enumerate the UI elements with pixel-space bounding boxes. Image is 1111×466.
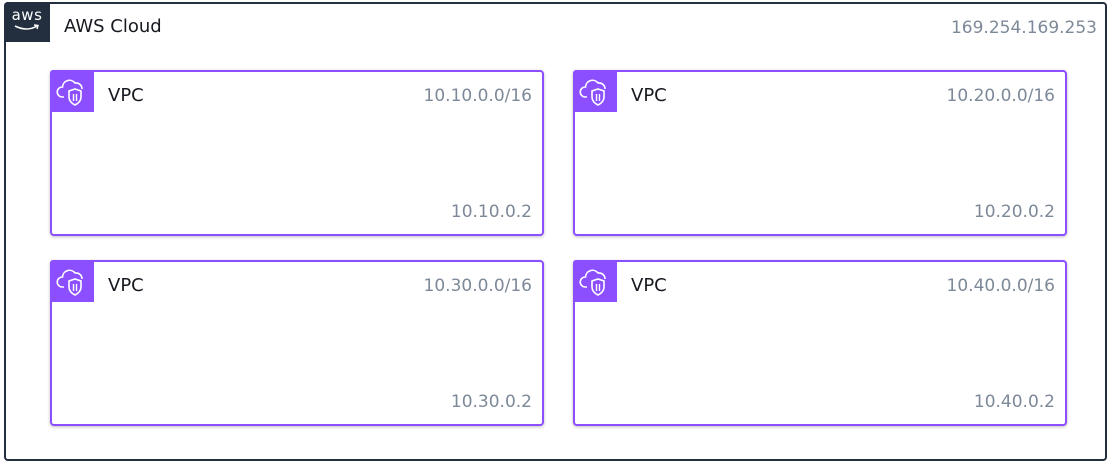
vpc-title: VPC bbox=[108, 275, 144, 296]
vpc-cidr: 10.30.0.0/16 bbox=[423, 276, 532, 296]
cloud-ip-address: 169.254.169.253 bbox=[950, 18, 1097, 38]
vpc-ip-address: 10.30.0.2 bbox=[450, 392, 532, 412]
vpc-cloud-shield-icon bbox=[50, 70, 94, 112]
vpc-cloud-shield-icon bbox=[573, 260, 617, 302]
vpc-ip-address: 10.10.0.2 bbox=[450, 202, 532, 222]
vpc-cidr: 10.10.0.0/16 bbox=[423, 86, 532, 106]
vpc-box[interactable]: VPC 10.30.0.0/16 10.30.0.2 bbox=[50, 260, 544, 426]
vpc-box[interactable]: VPC 10.40.0.0/16 10.40.0.2 bbox=[573, 260, 1067, 426]
vpc-cidr: 10.40.0.0/16 bbox=[946, 276, 1055, 296]
vpc-cloud-shield-icon bbox=[50, 260, 94, 302]
aws-smile-icon bbox=[14, 24, 39, 30]
vpc-title: VPC bbox=[631, 275, 667, 296]
vpc-title: VPC bbox=[108, 85, 144, 106]
vpc-cidr: 10.20.0.0/16 bbox=[946, 86, 1055, 106]
vpc-ip-address: 10.20.0.2 bbox=[973, 202, 1055, 222]
cloud-title: AWS Cloud bbox=[64, 16, 162, 37]
vpc-cloud-shield-icon bbox=[573, 70, 617, 112]
vpc-box[interactable]: VPC 10.20.0.0/16 10.20.0.2 bbox=[573, 70, 1067, 236]
aws-logo-icon: aws bbox=[4, 2, 50, 42]
vpc-box[interactable]: VPC 10.10.0.0/16 10.10.0.2 bbox=[50, 70, 544, 236]
vpc-title: VPC bbox=[631, 85, 667, 106]
vpc-ip-address: 10.40.0.2 bbox=[973, 392, 1055, 412]
aws-logo-text: aws bbox=[11, 6, 43, 24]
aws-cloud-group[interactable]: aws AWS Cloud 169.254.169.253 VPC 10.10.… bbox=[4, 2, 1107, 461]
